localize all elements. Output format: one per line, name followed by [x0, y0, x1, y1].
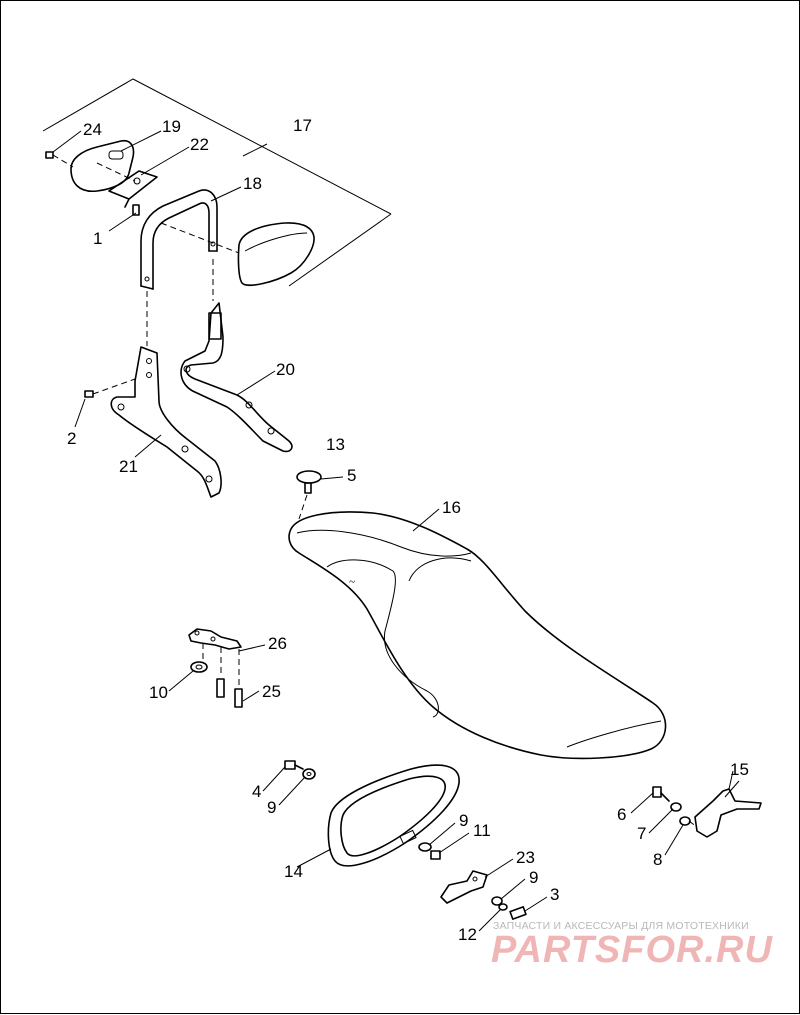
callout-14: 14	[284, 862, 303, 881]
callout-9: 9	[529, 868, 538, 887]
washer-12	[498, 903, 508, 911]
callout-9: 9	[267, 798, 276, 817]
bolt-6	[652, 786, 670, 802]
sissy-bar-upright	[140, 189, 218, 290]
washer-8	[679, 816, 698, 828]
badge-plate	[70, 139, 135, 193]
callout-22: 22	[190, 135, 209, 154]
callout-20: 20	[276, 360, 295, 379]
callout-11: 11	[473, 821, 491, 840]
nut-11	[430, 850, 441, 860]
washer-9-low	[491, 896, 503, 906]
leader-lines	[52, 130, 740, 932]
callout-6: 6	[617, 805, 626, 824]
callout-2: 2	[67, 429, 76, 448]
callout-21: 21	[119, 457, 138, 476]
washer-9-top	[302, 768, 316, 780]
callout-5: 5	[347, 466, 356, 485]
callout-24: 24	[83, 120, 102, 139]
watermark-logo: PARTSFOR.RU	[491, 929, 773, 971]
callout-7: 7	[637, 824, 646, 843]
callout-26: 26	[268, 634, 287, 653]
screw-2	[84, 378, 136, 398]
side-plate-left	[110, 346, 222, 498]
bracket-23	[440, 870, 488, 904]
callout-19: 19	[162, 117, 181, 136]
callout-3: 3	[550, 885, 559, 904]
callout-18: 18	[243, 174, 262, 193]
backrest-pad	[237, 222, 315, 287]
washer-9-mid	[418, 842, 432, 852]
callout-16: 16	[442, 498, 461, 517]
badge-mount-line	[96, 162, 136, 182]
seat-strap	[327, 764, 460, 867]
seat-knob	[296, 470, 322, 520]
callout-13: 13	[326, 435, 345, 454]
screw-1	[108, 204, 140, 232]
watermark-tagline: ЗАПЧАСТИ И АКСЕССУАРЫ ДЛЯ МОТОТЕХНИКИ	[493, 920, 749, 932]
pad-mount-line	[160, 222, 240, 254]
bolt-3	[509, 906, 527, 920]
callout-17: 17	[293, 116, 312, 135]
callout-23: 23	[516, 848, 535, 867]
seat: ~	[288, 511, 667, 760]
side-plate-right	[180, 302, 293, 453]
bracket-26	[188, 628, 242, 689]
screws-25	[216, 678, 243, 708]
washer-7	[670, 802, 682, 812]
callout-9: 9	[459, 811, 468, 830]
badge-bracket	[108, 170, 158, 208]
callout-25: 25	[262, 682, 281, 701]
screw-24	[45, 151, 74, 168]
callout-15: 15	[730, 760, 749, 779]
bracket-15	[694, 770, 762, 838]
nut-10	[190, 661, 208, 673]
group-17-bracket-outline	[42, 78, 392, 287]
callout-10: 10	[149, 683, 168, 702]
callout-1: 1	[93, 229, 102, 248]
callout-4: 4	[252, 782, 261, 801]
bolt-4	[284, 760, 304, 770]
callout-12: 12	[458, 925, 477, 944]
seat-script-logo: ~	[349, 576, 355, 588]
callout-8: 8	[653, 850, 662, 869]
